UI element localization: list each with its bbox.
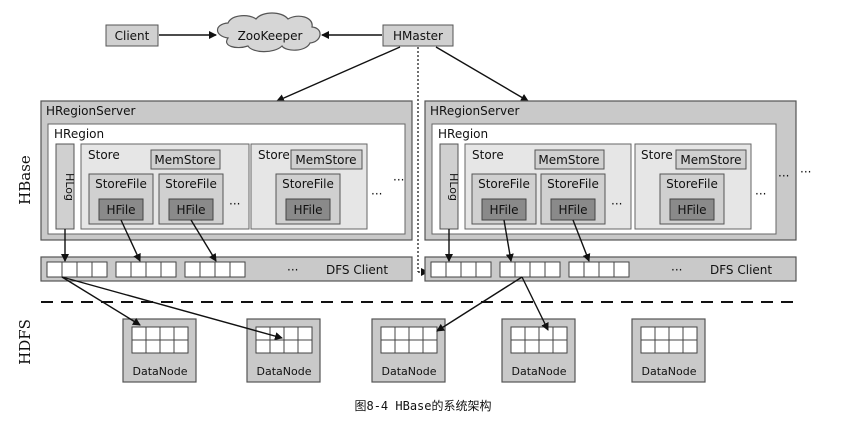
hlog-1-label: HLog bbox=[63, 173, 76, 201]
client-node: Client bbox=[105, 24, 159, 47]
storefile-2a-1-label: StoreFile bbox=[478, 177, 530, 191]
hfile-1a-2-label: HFile bbox=[176, 203, 205, 217]
hbase-side-label: HBase bbox=[16, 155, 34, 205]
hfile-2a-2-label: HFile bbox=[558, 203, 587, 217]
dfs-2-ellipsis: ··· bbox=[671, 263, 682, 277]
dfs-1-buffer-3 bbox=[184, 261, 246, 278]
dfs-1-ellipsis: ··· bbox=[287, 263, 298, 277]
ellipsis-2a: ··· bbox=[611, 197, 622, 211]
hfile-1a-1-label: HFile bbox=[106, 203, 135, 217]
dfs-1-buffer-1 bbox=[46, 261, 108, 278]
datanode-2-label: DataNode bbox=[257, 365, 312, 378]
zookeeper-label: ZooKeeper bbox=[238, 29, 303, 43]
dfs-1-buffer-2 bbox=[115, 261, 177, 278]
datanode-2: DataNode bbox=[246, 318, 321, 383]
hmaster-label: HMaster bbox=[393, 29, 443, 43]
datanode-1-label: DataNode bbox=[133, 365, 188, 378]
dfs2-to-datanode4-arrow bbox=[521, 276, 549, 331]
memstore-2a-label: MemStore bbox=[538, 153, 599, 167]
dfs-client-2-label: DFS Client bbox=[710, 263, 772, 277]
dfs-client-bar-2: ··· DFS Client bbox=[424, 256, 797, 282]
storefile-1a-1-label: StoreFile bbox=[95, 177, 147, 191]
store-1b-title: Store bbox=[258, 148, 290, 162]
datanode-4-label: DataNode bbox=[512, 365, 567, 378]
dfs-client-bar-1: ··· DFS Client bbox=[40, 256, 413, 282]
hmaster-to-server2-arrow bbox=[435, 46, 529, 102]
hfile-1b-label: HFile bbox=[293, 203, 322, 217]
hfile-2b-label: HFile bbox=[677, 203, 706, 217]
datanode-3: DataNode bbox=[371, 318, 446, 383]
ellipsis-1b: ··· bbox=[371, 187, 382, 201]
ellipsis-2b: ··· bbox=[755, 187, 766, 201]
dfs1-to-datanode2-arrow bbox=[61, 276, 283, 340]
datanode-4: DataNode bbox=[501, 318, 576, 383]
hfile2a2-to-dfs-arrow bbox=[572, 219, 591, 262]
figure-caption: 图8-4 HBase的系统架构 bbox=[354, 398, 491, 413]
store-1a-title: Store bbox=[88, 148, 120, 162]
hmaster-node: HMaster bbox=[382, 24, 454, 47]
dfs2-to-datanode3-arrow bbox=[436, 276, 523, 332]
hregionserver-1-title: HRegionServer bbox=[46, 104, 136, 118]
hfile1a2-to-dfs-arrow bbox=[190, 219, 217, 262]
store-2b-title: Store bbox=[641, 148, 673, 162]
ellipsis-1c: ··· bbox=[393, 173, 404, 187]
hfile-2a-1-label: HFile bbox=[489, 203, 518, 217]
storefile-1b-label: StoreFile bbox=[282, 177, 334, 191]
datanode-5: DataNode bbox=[631, 318, 706, 383]
hfile2a1-to-dfs-arrow bbox=[503, 219, 514, 262]
ellipsis-1a: ··· bbox=[229, 197, 240, 211]
memstore-2b-label: MemStore bbox=[680, 153, 741, 167]
dfs-2-buffer-1 bbox=[430, 261, 492, 278]
memstore-1a-label: MemStore bbox=[154, 153, 215, 167]
hregion-2-title: HRegion bbox=[438, 127, 488, 141]
storefile-2a-2-label: StoreFile bbox=[547, 177, 599, 191]
datanode-5-label: DataNode bbox=[642, 365, 697, 378]
zookeeper-cloud: ZooKeeper bbox=[216, 12, 321, 53]
hfile1a1-to-dfs-arrow bbox=[120, 219, 141, 262]
store-2a-title: Store bbox=[472, 148, 504, 162]
datanode-3-label: DataNode bbox=[382, 365, 437, 378]
hregionserver-2-title: HRegionServer bbox=[430, 104, 520, 118]
storefile-2b-label: StoreFile bbox=[666, 177, 718, 191]
dfs-2-buffer-3 bbox=[568, 261, 630, 278]
hmaster-to-server1-arrow bbox=[276, 46, 401, 102]
hlog-2-label: HLog bbox=[447, 173, 460, 201]
datanode-1: DataNode bbox=[122, 318, 197, 383]
hregionserver-2: HRegionServer HRegion HLog Store MemStor… bbox=[424, 100, 811, 241]
hregion-1-title: HRegion bbox=[54, 127, 104, 141]
storefile-1a-2-label: StoreFile bbox=[165, 177, 217, 191]
ellipsis-2d: ··· bbox=[800, 165, 811, 179]
hdfs-side-label: HDFS bbox=[16, 319, 34, 365]
client-label: Client bbox=[115, 29, 150, 43]
dfs1-to-datanode1-arrow bbox=[61, 276, 141, 326]
memstore-1b-label: MemStore bbox=[295, 153, 356, 167]
hregionserver-1: HRegionServer HRegion HLog Store MemStor… bbox=[40, 100, 413, 241]
dfs-2-buffer-2 bbox=[499, 261, 561, 278]
ellipsis-2c: ··· bbox=[778, 169, 789, 183]
dfs-client-1-label: DFS Client bbox=[326, 263, 388, 277]
